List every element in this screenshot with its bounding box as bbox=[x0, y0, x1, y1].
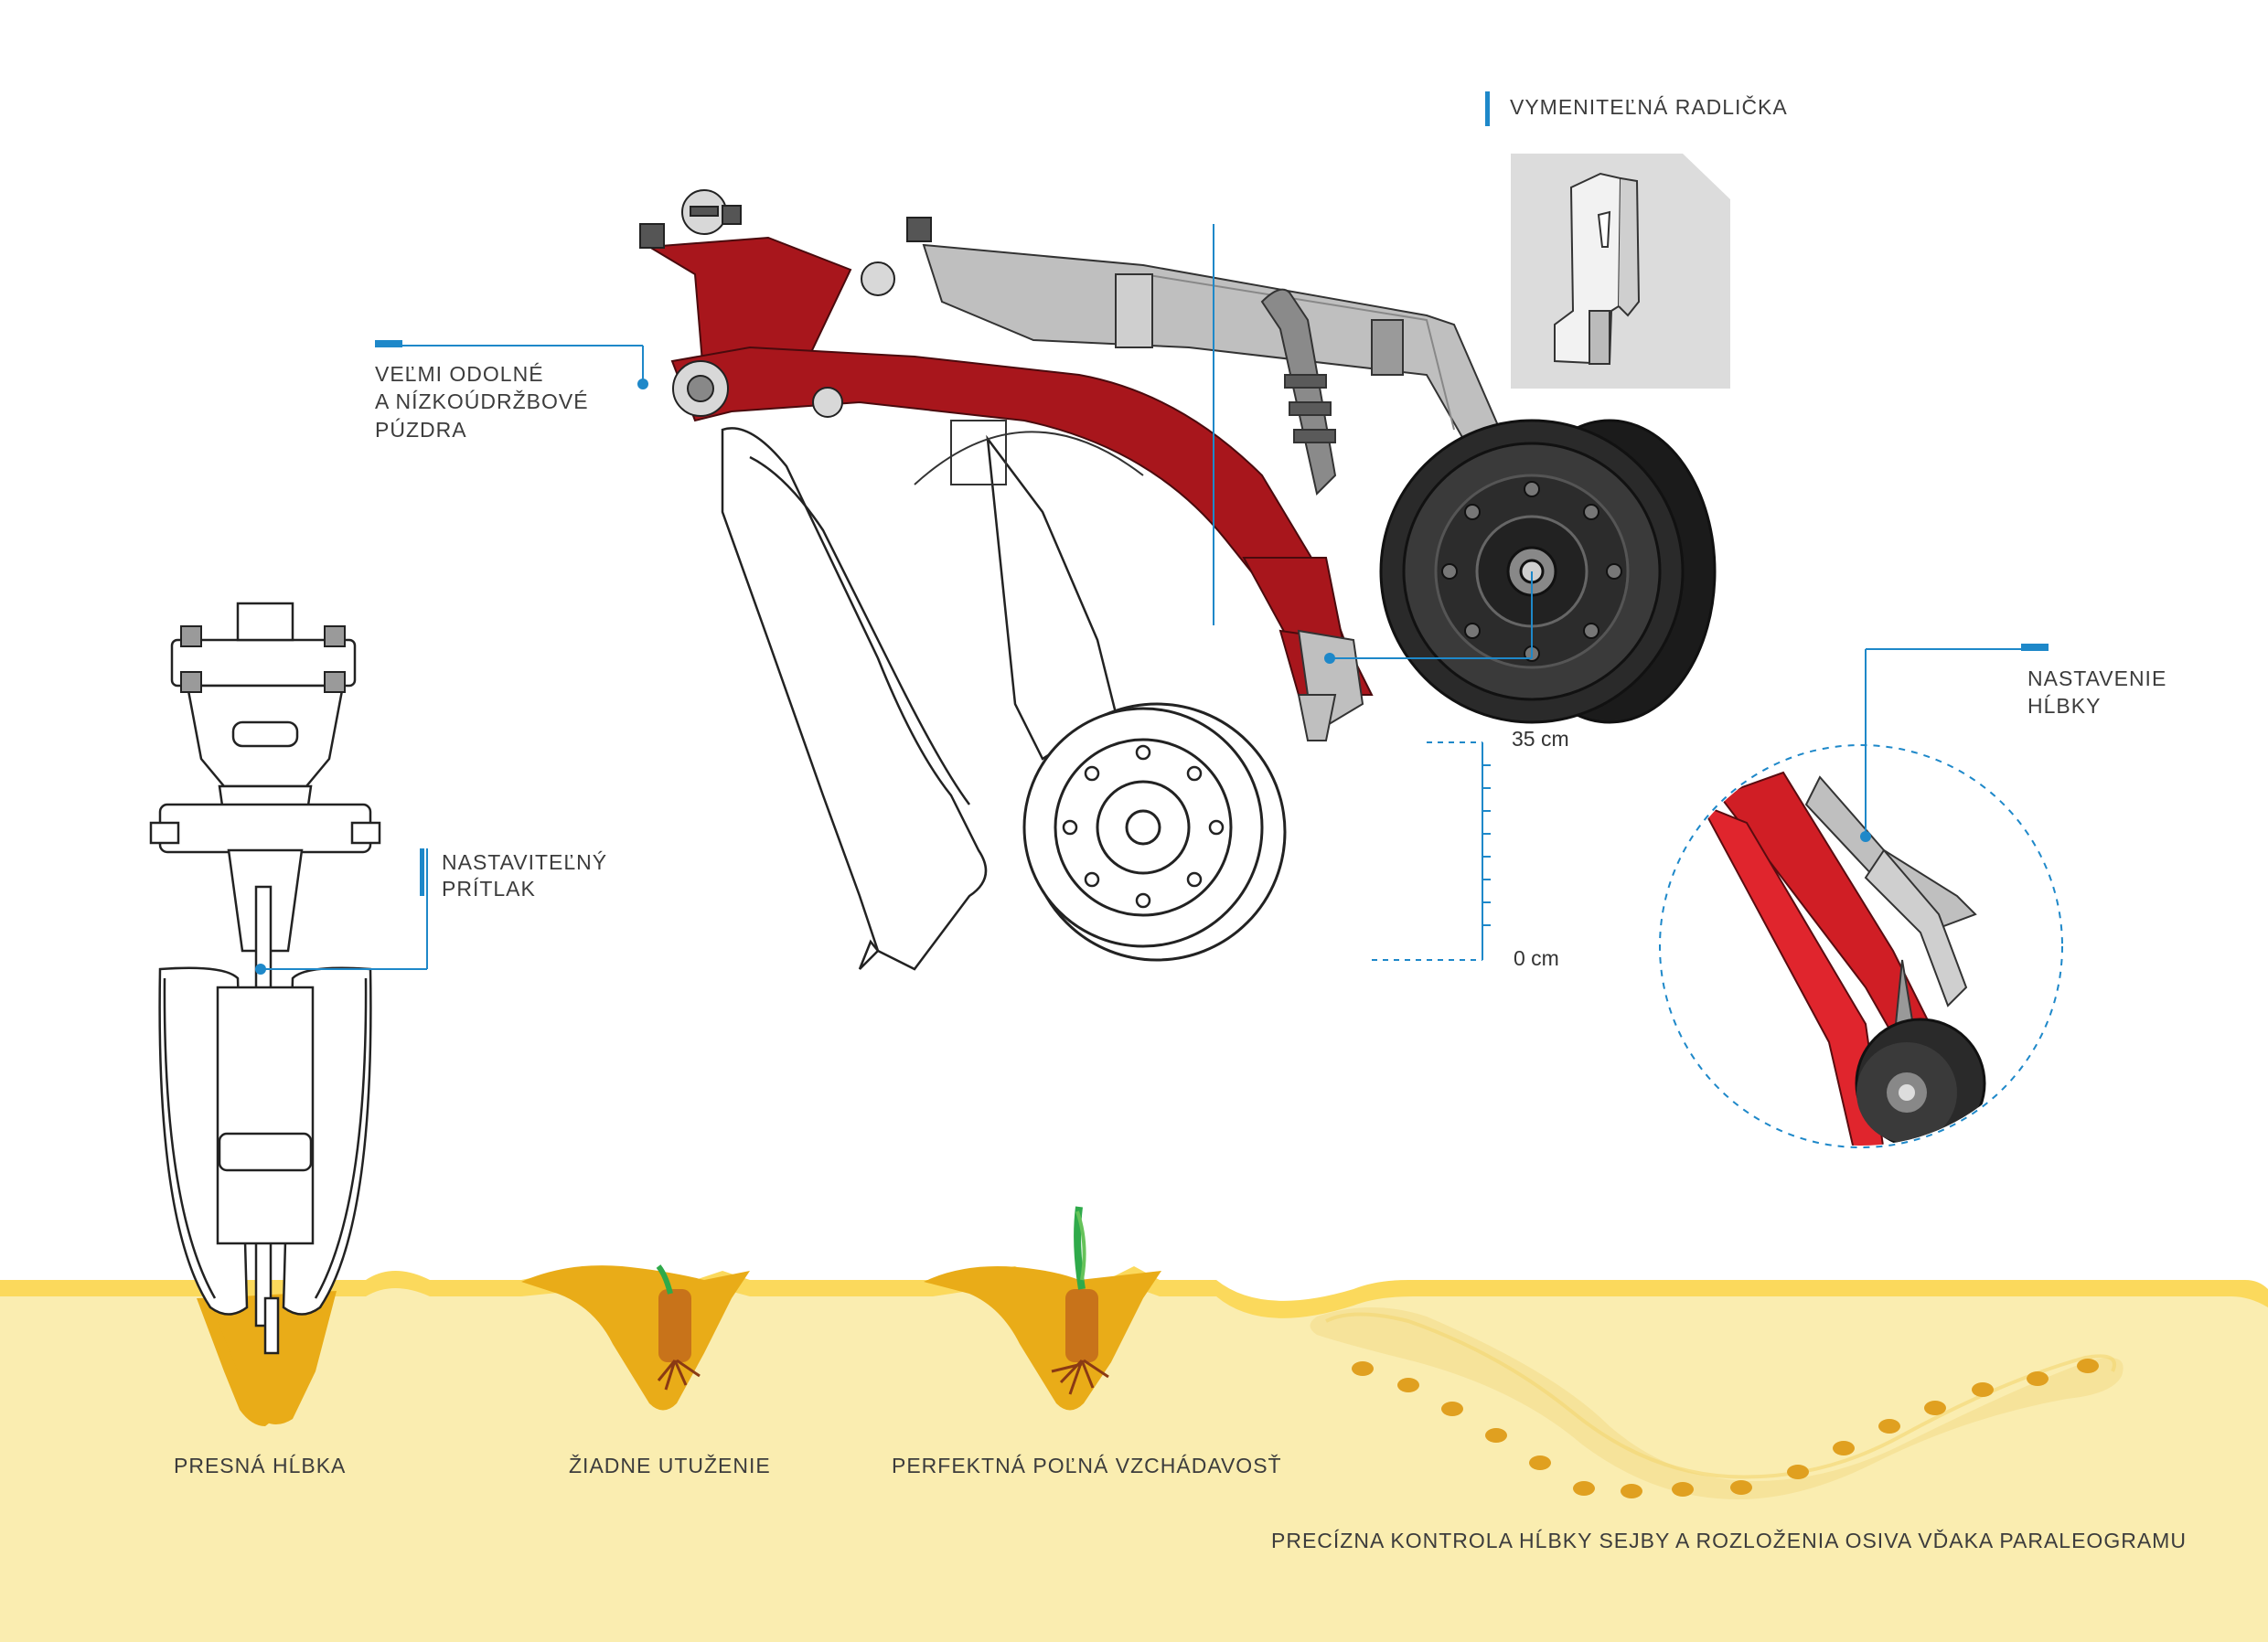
depth-adjustment-detail-icon bbox=[1659, 744, 2063, 1148]
depth-scale bbox=[1372, 741, 1491, 961]
callout-lines bbox=[261, 224, 2049, 970]
callout-bushings-2: A NÍZKOÚDRŽBOVÉ bbox=[375, 389, 589, 413]
planter-unit-side-view bbox=[639, 189, 1717, 971]
callout-dots bbox=[255, 340, 2049, 975]
seeds bbox=[1352, 1359, 2099, 1498]
furrow-no-compaction bbox=[521, 1264, 750, 1411]
bushing-icon bbox=[639, 189, 932, 418]
callout-bushings-1: VEĽMI ODOLNÉ bbox=[375, 362, 544, 386]
soil-area bbox=[0, 1266, 2268, 1642]
callout-marker-pressure bbox=[420, 848, 424, 896]
seed-placement-band bbox=[1310, 1307, 2124, 1499]
callout-depth-1: NASTAVENIE bbox=[2027, 666, 2167, 690]
callout-replaceable-share: VYMENITEĽNÁ RADLIČKA bbox=[1510, 95, 1788, 119]
caption-emergence: PERFEKTNÁ POĽNÁ VZCHÁDAVOSŤ bbox=[892, 1454, 1282, 1477]
replaceable-share-icon bbox=[1511, 154, 1730, 389]
planter-unit-front-view bbox=[149, 602, 381, 1355]
furrow-emergence bbox=[924, 1206, 1161, 1411]
callout-pressure-1: NASTAVITEĽNÝ bbox=[442, 850, 608, 874]
scale-bottom-label: 0 cm bbox=[1514, 946, 1559, 970]
gauge-wheel bbox=[1379, 419, 1717, 724]
caption-parallelogram: PRECÍZNA KONTROLA HĹBKY SEJBY A ROZLOŽEN… bbox=[1271, 1529, 2187, 1552]
caption-no-compaction: ŽIADNE UTUŽENIE bbox=[569, 1454, 771, 1477]
caption-precise-depth: PRESNÁ HĹBKA bbox=[174, 1454, 347, 1477]
callout-depth-2: HĹBKY bbox=[2027, 694, 2102, 718]
callout-marker-share bbox=[1485, 91, 1490, 126]
callout-pressure-2: PRÍTLAK bbox=[442, 877, 536, 901]
furrow-precise-depth bbox=[197, 1291, 337, 1426]
front-view-bolts bbox=[180, 625, 346, 693]
scale-top-label: 35 cm bbox=[1512, 727, 1569, 751]
callout-bushings-3: PÚZDRA bbox=[375, 418, 467, 442]
gauge-wheel-ghost bbox=[1022, 702, 1287, 962]
